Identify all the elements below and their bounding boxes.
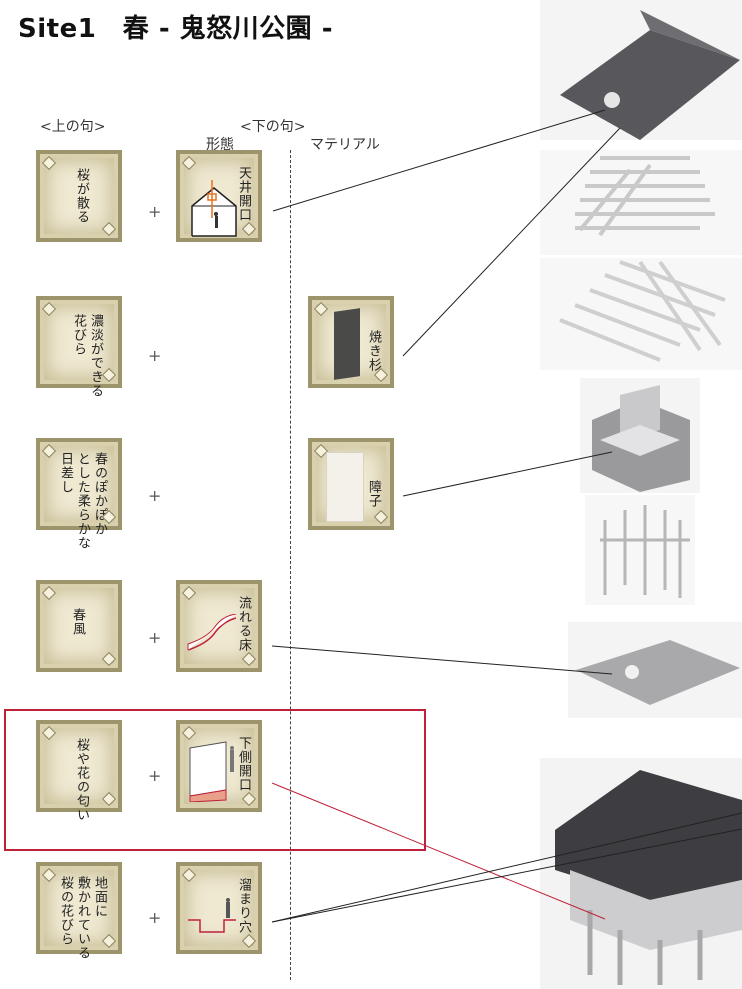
roof-hole — [604, 92, 620, 108]
connector-flowing-floor — [272, 646, 612, 674]
floor-hole — [625, 665, 639, 679]
louver-model-plate-1 — [540, 150, 742, 255]
